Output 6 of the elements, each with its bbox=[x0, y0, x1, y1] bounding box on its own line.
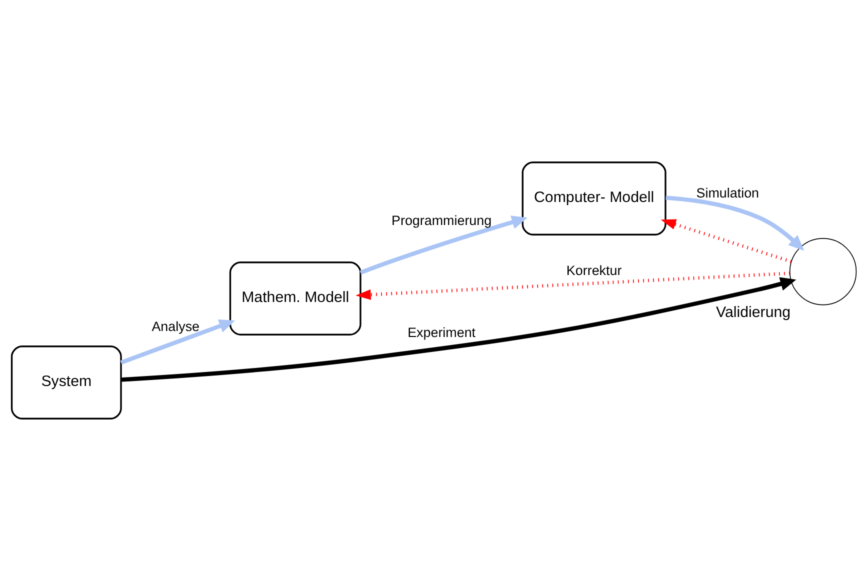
edge-label: Experiment bbox=[408, 324, 476, 340]
edge-label: Analyse bbox=[152, 319, 200, 334]
edge-label: Simulation bbox=[696, 185, 760, 200]
edge-label: Programmierung bbox=[392, 213, 492, 228]
edge-label: Korrektur bbox=[566, 262, 622, 278]
node-label: Validierung bbox=[716, 304, 791, 321]
